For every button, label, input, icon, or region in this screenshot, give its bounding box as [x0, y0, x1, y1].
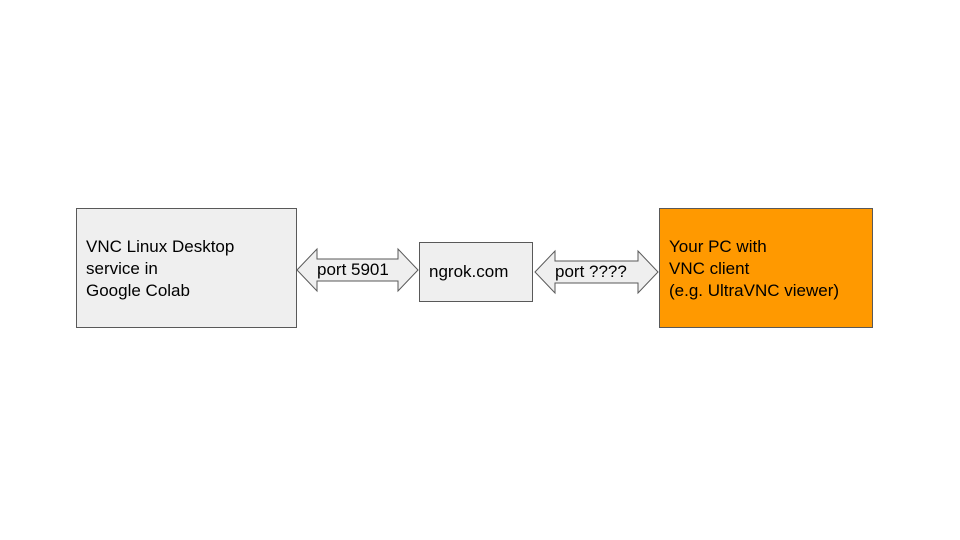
node-pc-line-3: (e.g. UltraVNC viewer) [669, 281, 840, 300]
node-your-pc-vnc-client: Your PC with VNC client (e.g. UltraVNC v… [659, 208, 873, 328]
double-arrow-ngrok-pc [534, 249, 659, 295]
edge-label-port-unknown: port ???? [555, 262, 627, 281]
node-colab-line-1: VNC Linux Desktop [86, 237, 235, 256]
arrow-shape-colab-ngrok [296, 247, 419, 293]
node-pc-line-2: VNC client [669, 259, 750, 278]
edge-label-port-5901: port 5901 [317, 260, 389, 279]
node-ngrok-label: ngrok.com [429, 262, 509, 281]
double-arrow-colab-ngrok [296, 247, 419, 293]
arrow-shape-ngrok-pc [534, 249, 659, 295]
node-pc-line-1: Your PC with [669, 237, 767, 256]
node-colab-line-3: Google Colab [86, 281, 190, 300]
node-ngrok: ngrok.com [419, 242, 533, 302]
node-colab-vnc-desktop: VNC Linux Desktop service in Google Cola… [76, 208, 297, 328]
node-colab-line-2: service in [86, 259, 158, 278]
